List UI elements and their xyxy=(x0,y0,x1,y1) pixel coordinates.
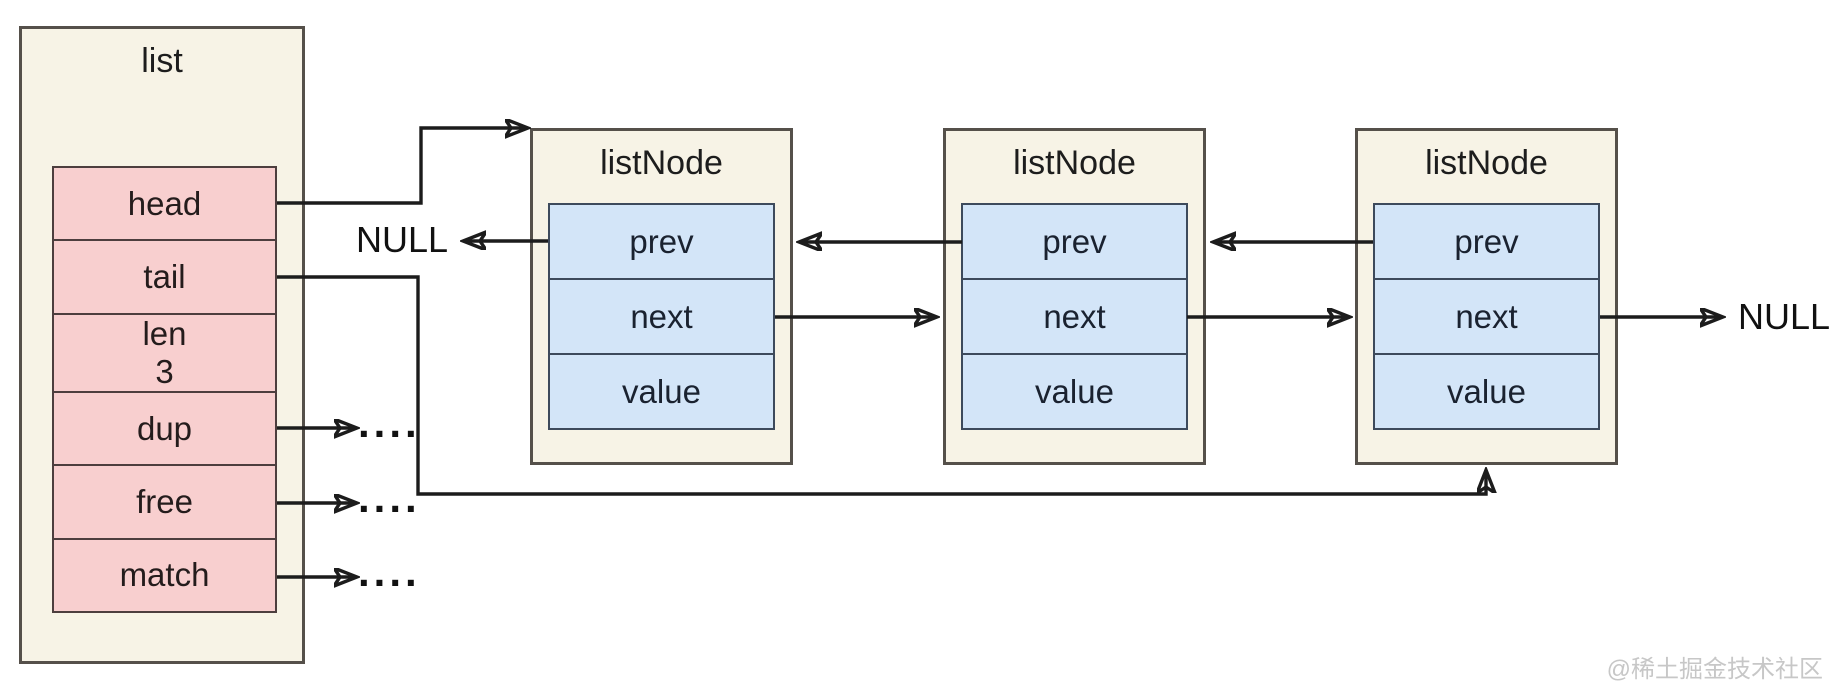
free-ellipsis: .... xyxy=(358,474,421,521)
listnode-1-next: next xyxy=(550,280,773,355)
field-label: tail xyxy=(143,258,186,296)
list-field-tail: tail xyxy=(54,241,275,315)
field-label: free xyxy=(136,482,193,520)
field-label: len xyxy=(142,314,187,352)
list-field-head: head xyxy=(54,168,275,242)
listnode-1-prev: prev xyxy=(550,205,773,280)
field-label: head xyxy=(127,184,202,222)
listnode-2-fields: prev next value xyxy=(961,203,1188,430)
list-field-dup: dup xyxy=(54,392,275,467)
listnode-3-box: listNode prev next value xyxy=(1355,128,1618,465)
listnode-2-box: listNode prev next value xyxy=(943,128,1206,465)
field-label: dup xyxy=(136,409,193,447)
field-label: match xyxy=(119,556,210,594)
arrow-tail-to-node3 xyxy=(277,275,1486,496)
list-field-match: match xyxy=(54,539,275,612)
listnode-3-next: next xyxy=(1375,280,1598,355)
arrow-head-to-node1 xyxy=(277,128,527,205)
null-label-next: NULL xyxy=(1738,296,1829,337)
listnode-1-title: listNode xyxy=(600,144,723,182)
listnode-1-value: value xyxy=(550,355,773,428)
watermark-text: @稀土掘金技术社区 xyxy=(1606,656,1823,683)
list-struct-title: list xyxy=(141,42,183,80)
listnode-2-next: next xyxy=(963,280,1186,355)
listnode-2-title: listNode xyxy=(1013,144,1136,182)
listnode-2-prev: prev xyxy=(963,205,1186,280)
listnode-1-box: listNode prev next value xyxy=(530,128,793,465)
listnode-3-value: value xyxy=(1375,355,1598,428)
list-field-free: free xyxy=(54,466,275,540)
listnode-3-title: listNode xyxy=(1425,144,1548,182)
dup-ellipsis: .... xyxy=(358,399,421,446)
listnode-3-prev: prev xyxy=(1375,205,1598,280)
match-ellipsis: .... xyxy=(358,548,421,595)
null-label-prev: NULL xyxy=(355,219,449,260)
listnode-3-fields: prev next value xyxy=(1373,203,1600,430)
listnode-2-value: value xyxy=(963,355,1186,428)
listnode-1-fields: prev next value xyxy=(548,203,775,430)
field-value: 3 xyxy=(155,352,174,390)
